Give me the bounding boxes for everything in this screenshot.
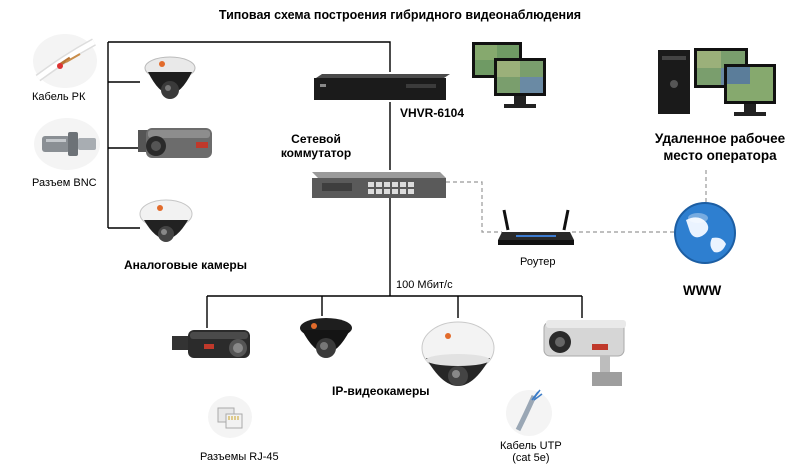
network-switch-icon	[312, 172, 446, 198]
globe-icon	[674, 202, 736, 264]
dvr-recorder-icon	[314, 74, 450, 100]
router-label: Роутер	[520, 256, 556, 268]
recorder-link-line	[108, 41, 391, 72]
utp-cable-icon	[506, 389, 552, 436]
bnc-connector-label: Разъем BNC	[32, 177, 97, 189]
bnc-connector-icon	[34, 118, 100, 170]
utp-label: Кабель UTP (cat 5e)	[500, 440, 562, 464]
ip-outdoor-camera-icon	[543, 320, 626, 386]
monitors-icon	[472, 42, 546, 108]
analog-dome-camera-icon	[144, 56, 196, 99]
coax-cable-icon	[33, 34, 97, 88]
ip-cameras-label: IP-видеокамеры	[332, 384, 430, 398]
analog-bullet-camera-icon	[138, 128, 212, 158]
switch-label: Сетевой коммутатор	[276, 132, 356, 160]
switch-router-dashed	[446, 181, 502, 233]
analog-dome-white-camera-icon	[139, 199, 193, 242]
coax-cable-label: Кабель РК	[32, 91, 86, 103]
remote-workstation-icon	[658, 48, 776, 116]
router-icon	[498, 209, 574, 245]
ip-dark-dome-camera-icon	[300, 318, 352, 358]
switch-label-line1: Сетевой	[291, 132, 341, 146]
utp-label-line2: (cat 5e)	[512, 452, 550, 464]
recorder-label: VHVR-6104	[400, 106, 465, 120]
diagram-title: Типовая схема построения гибридного виде…	[218, 8, 582, 22]
remote-label-line1: Удаленное рабочее	[654, 131, 786, 146]
ip-white-dome-camera-icon	[421, 321, 495, 386]
remote-label: Удаленное рабочее место оператора	[640, 130, 800, 164]
remote-label-line2: место оператора	[663, 148, 777, 163]
ip-bullet-camera-icon	[172, 330, 250, 358]
rj45-connector-icon	[208, 396, 252, 438]
bandwidth-label: 100 Мбит/с	[396, 279, 453, 291]
www-label: WWW	[683, 283, 722, 298]
analog-cameras-label: Аналоговые камеры	[124, 258, 247, 272]
utp-label-line1: Кабель UTP	[500, 440, 562, 452]
switch-label-line2: коммутатор	[280, 146, 352, 160]
rj45-label: Разъемы RJ-45	[200, 451, 279, 463]
